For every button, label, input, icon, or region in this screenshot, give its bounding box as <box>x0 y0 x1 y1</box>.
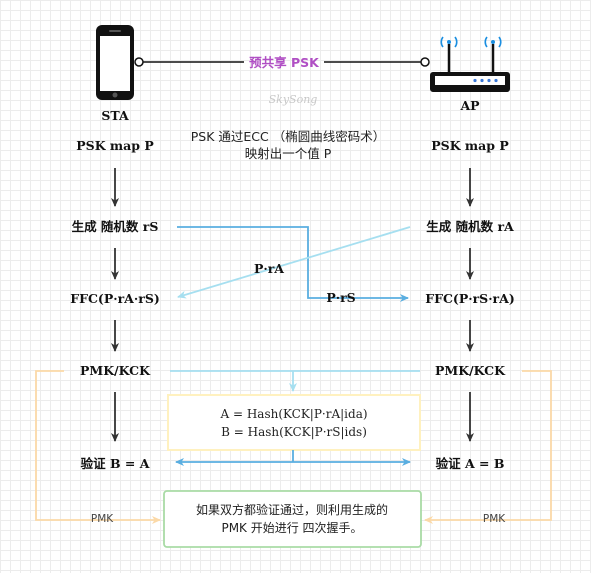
final-text-line-2: PMK 开始进行 四次握手。 <box>221 520 362 535</box>
hash-a-formula: A = Hash(KCK|P·rA|ida) <box>219 407 367 421</box>
pra-label: P·rA <box>254 261 284 276</box>
left-pmk-line <box>35 370 161 524</box>
pra-exchange-arrow <box>177 226 411 299</box>
center-note-line-2: 映射出一个值 P <box>245 146 332 161</box>
right-pmk-label: PMK <box>483 513 506 525</box>
ap-psk-map: PSK map P <box>431 138 509 153</box>
sta-label: STA <box>101 108 129 123</box>
prs-exchange-arrow <box>177 226 409 302</box>
final-box <box>163 490 422 548</box>
sta-ffc: FFC(P·rA·rS) <box>70 291 160 306</box>
ap-generate-random: 生成 随机数 rA <box>426 219 514 234</box>
center-note-line-1: PSK 通过ECC （椭圆曲线密码术） <box>191 129 385 144</box>
ap-ffc: FFC(P·rS·rA) <box>425 291 515 306</box>
hash-box <box>167 394 421 451</box>
ap-pmk-kck: PMK/KCK <box>435 363 506 378</box>
right-pmk-line <box>424 370 552 524</box>
shared-psk-connector <box>134 57 430 67</box>
sta-pmk-kck: PMK/KCK <box>80 363 151 378</box>
sta-psk-map: PSK map P <box>76 138 154 153</box>
ap-verify: 验证 A = B <box>436 456 505 471</box>
hash-b-formula: B = Hash(KCK|P·rS|ids) <box>221 425 367 439</box>
shared-psk-label: 预共享 PSK <box>249 55 320 70</box>
left-pmk-label: PMK <box>91 513 114 525</box>
router-icon <box>430 36 510 92</box>
sta-verify: 验证 B = A <box>81 456 150 471</box>
final-text-line-1: 如果双方都验证通过，则利用生成的 <box>196 502 388 517</box>
sta-generate-random: 生成 随机数 rS <box>72 219 159 234</box>
prs-label: P·rS <box>326 290 355 305</box>
ap-label: AP <box>459 98 480 113</box>
watermark: SkySong <box>269 93 318 106</box>
smartphone-icon <box>96 25 134 100</box>
